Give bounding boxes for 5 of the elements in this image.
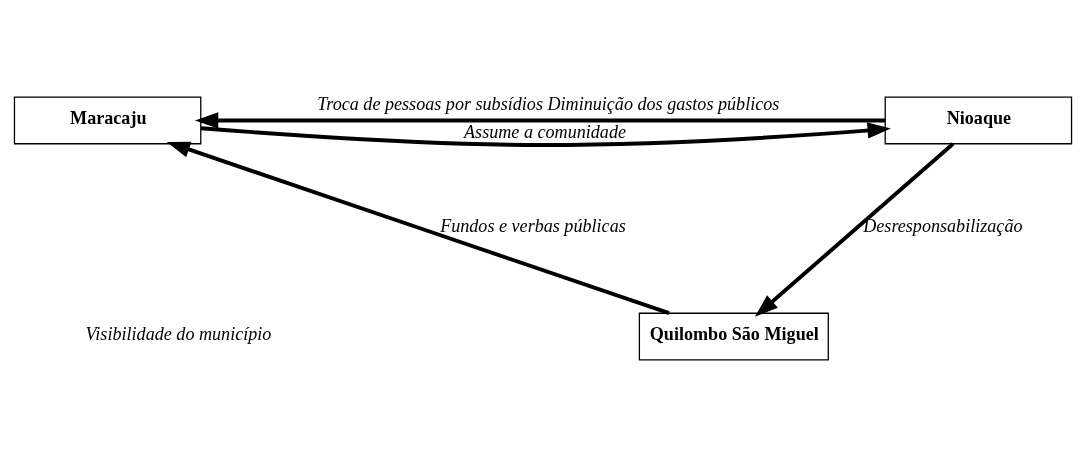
label: Visibilidade do município (85, 323, 272, 344)
edge-label: Fundos e verbas públicas (440, 215, 626, 236)
edge-label: Assume a comunidade (464, 121, 627, 142)
edge-label: Troca de pessoas por subsídios Diminuição dos gastos públicos (317, 93, 780, 114)
edge-label: Desresponsabilização (863, 215, 1023, 236)
